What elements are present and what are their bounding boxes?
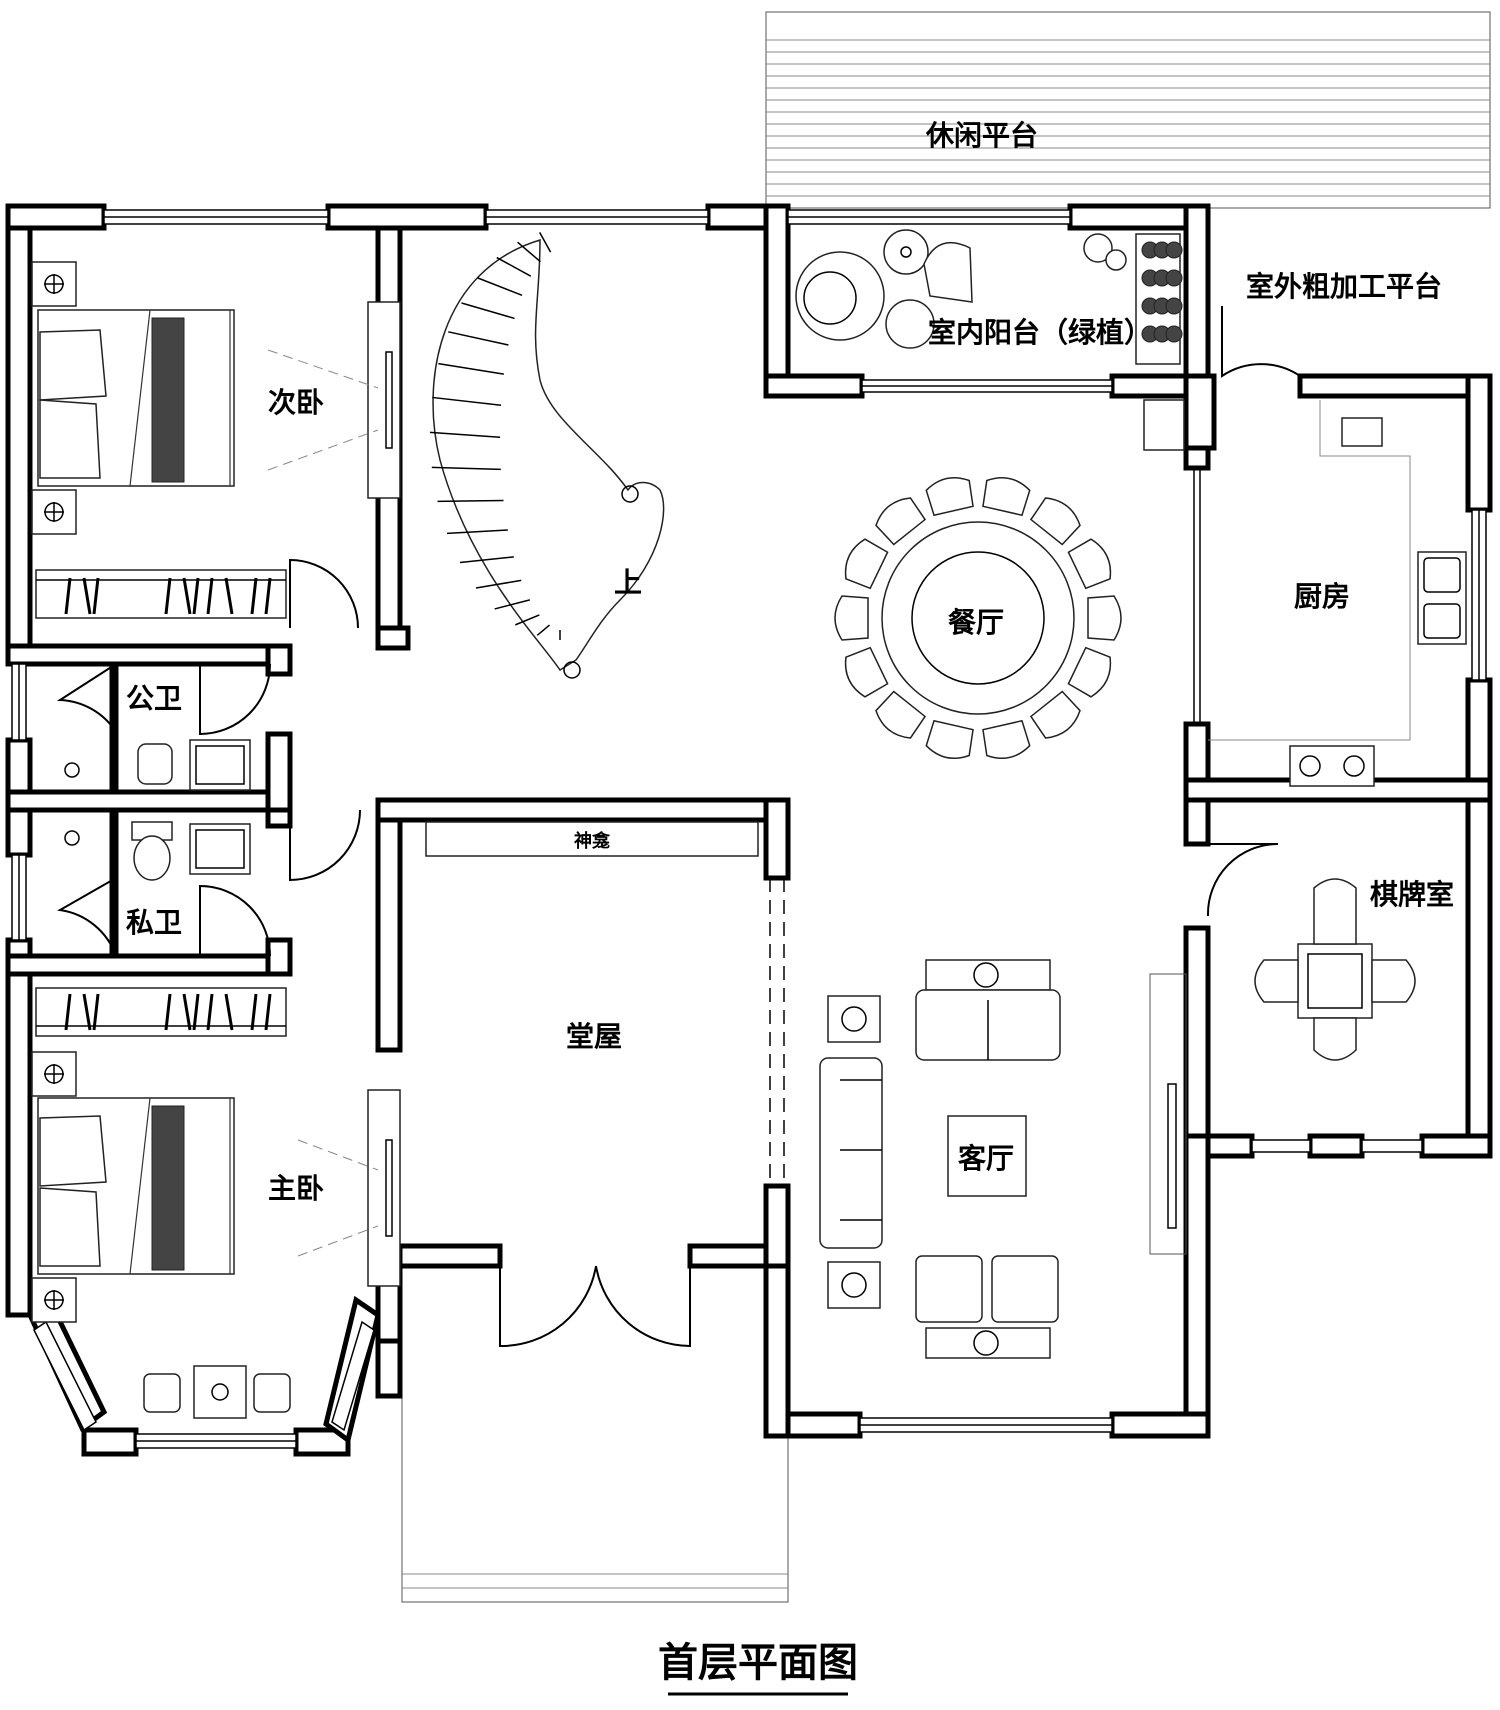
shrine: [425, 821, 759, 857]
mahjong-furniture: [1254, 878, 1416, 1061]
dining-table: [834, 477, 1122, 759]
second-bedroom-furniture: [31, 261, 401, 619]
bath-fixtures: [64, 739, 251, 881]
label-stair-up: 上: [614, 566, 642, 599]
doors: [56, 306, 1301, 1348]
windows: [11, 209, 1487, 1449]
label-leisure-terrace: 休闲平台: [925, 119, 1038, 152]
label-master-bedroom: 主卧: [268, 1172, 324, 1205]
master-bedroom-furniture: [31, 987, 401, 1419]
label-kitchen: 厨房: [1294, 580, 1350, 613]
label-private-bath: 私卫: [126, 906, 182, 939]
kitchen-fixtures: [1143, 399, 1467, 787]
label-shrine: 神龛: [574, 830, 611, 852]
label-indoor-balcony: 室内阳台（绿植）: [928, 316, 1152, 349]
label-second-bedroom: 次卧: [268, 386, 324, 419]
label-main-hall: 堂屋: [566, 1020, 622, 1053]
label-outdoor-platform: 室外粗加工平台: [1246, 270, 1442, 303]
room-labels: 休闲平台 室内阳台（绿植） 室外粗加工平台 次卧 餐厅 厨房 公卫 私卫 神龛 …: [126, 119, 1454, 1205]
leisure-terrace: [765, 11, 1491, 209]
label-living-room: 客厅: [958, 1142, 1014, 1175]
living-furniture: [819, 959, 1187, 1359]
staircase: [429, 231, 665, 679]
plan-title: 首层平面图: [658, 1640, 858, 1686]
label-mahjong-room: 棋牌室: [1370, 878, 1454, 911]
entry-platform: [401, 1395, 789, 1603]
label-public-bath: 公卫: [126, 682, 182, 715]
plan-title-group: 首层平面图: [658, 1640, 858, 1696]
balcony-furniture: [795, 229, 1183, 365]
label-dining: 餐厅: [948, 606, 1004, 639]
